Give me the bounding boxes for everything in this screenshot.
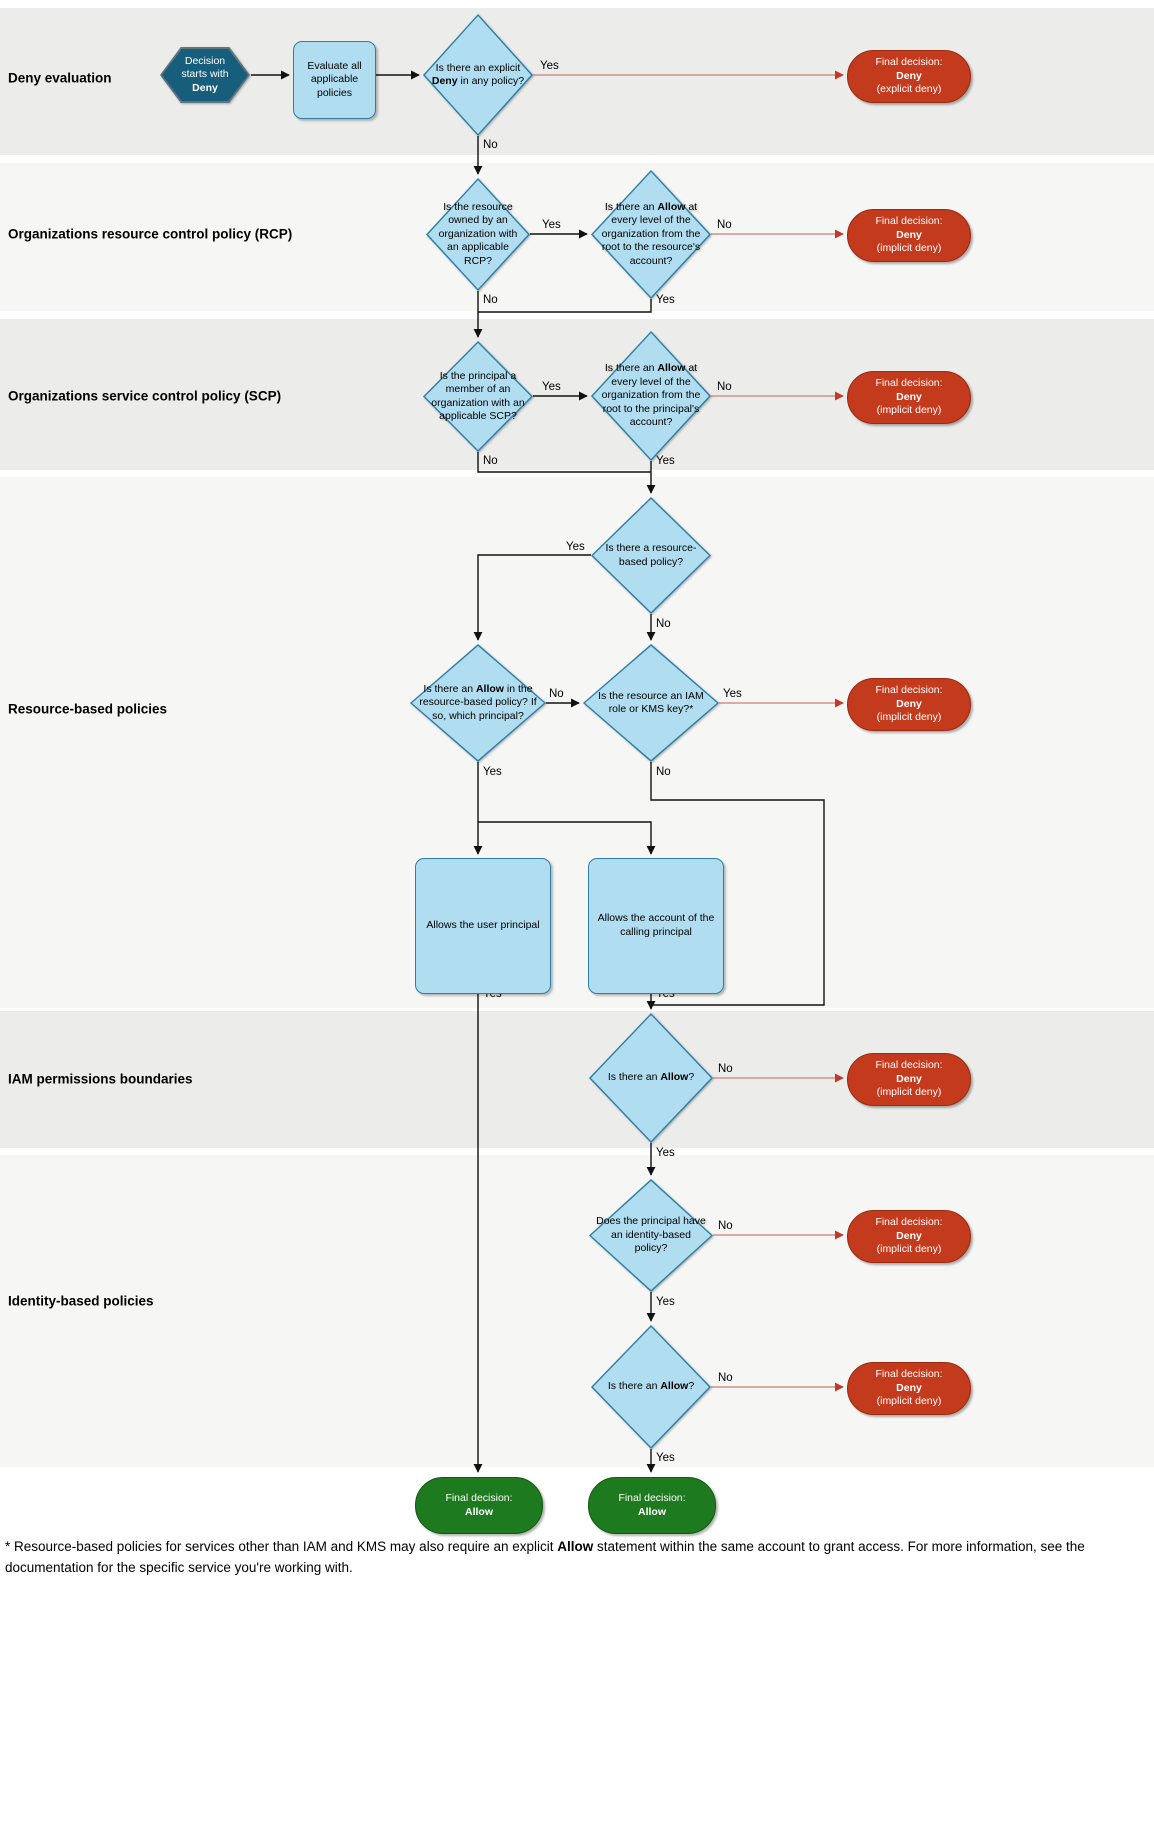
decision-pb-allow-text: Is there an Allow? [607, 1071, 695, 1084]
label-yes-ibp-exists: Yes [656, 1296, 675, 1308]
decision-iam-kms: Is the resource an IAM role or KMS key?* [583, 644, 719, 762]
label-no-rbp-allow: No [549, 688, 564, 700]
label-yes-ibp-allow: Yes [656, 1452, 675, 1464]
decision-scp-allow-text: Is there an Allow at every level of the … [601, 362, 701, 429]
label-yes-rcp-owned: Yes [542, 219, 561, 231]
decision-ibp-exists-text: Does the principal have an identity-base… [596, 1215, 706, 1255]
label-yes-iam-kms: Yes [723, 688, 742, 700]
outcome-deny-implicit-rbp: Final decision:Deny(implicit deny) [847, 678, 971, 731]
decision-scp-allow: Is there an Allow at every level of the … [591, 331, 711, 461]
decision-scp-member-text: Is the principal a member of an organiza… [431, 369, 525, 422]
label-no-scp-allow: No [717, 381, 732, 393]
decision-rcp-owned-text: Is the resource owned by an organization… [438, 200, 518, 267]
decision-rbp-exists-text: Is there a resource-based policy? [605, 542, 697, 568]
start-hexagon: Decision starts with Deny [160, 47, 250, 103]
allows-user-principal-box: Allows the user principal [415, 858, 551, 994]
decision-ibp-exists: Does the principal have an identity-base… [589, 1179, 713, 1292]
band-identity-based-policies [0, 1155, 1154, 1467]
outcome-deny-implicit-ibp-allow: Final decision:Deny(implicit deny) [847, 1362, 971, 1415]
outcome-deny-implicit-rcp: Final decision:Deny(implicit deny) [847, 209, 971, 262]
decision-ibp-allow-text: Is there an Allow? [607, 1380, 695, 1393]
outcome-deny-explicit: Final decision:Deny(explicit deny) [847, 50, 971, 103]
label-yes-rbp-exists: Yes [566, 541, 585, 553]
label-no-rcp-owned: No [483, 294, 498, 306]
section-label-rcp: Organizations resource control policy (R… [8, 226, 293, 242]
allows-account-text: Allows the account of the calling princi… [597, 912, 715, 938]
decision-rcp-allow: Is there an Allow at every level of the … [591, 170, 711, 299]
label-no-rbp-exists: No [656, 618, 671, 630]
evaluate-policies-box: Evaluate all applicable policies [293, 41, 376, 119]
evaluate-policies-text: Evaluate all applicable policies [307, 59, 362, 99]
label-no-iam-kms: No [656, 766, 671, 778]
label-no-ibp-exists: No [718, 1220, 733, 1232]
section-label-resource-based-policies: Resource-based policies [8, 701, 168, 717]
footnote: * Resource-based policies for services o… [5, 1539, 1085, 1575]
label-no-scp-member: No [483, 455, 498, 467]
outcome-allow-left: Final decision:Allow [415, 1477, 543, 1534]
label-yes-scp-allow: Yes [656, 455, 675, 467]
outcome-deny-implicit-scp: Final decision:Deny(implicit deny) [847, 371, 971, 424]
label-yes-explicit: Yes [540, 60, 559, 72]
decision-explicit-deny-text: Is there an explicit Deny in any policy? [431, 61, 525, 87]
label-no-explicit: No [483, 139, 498, 151]
label-yes-pb-allow: Yes [656, 1147, 675, 1159]
section-label-identity-based-policies: Identity-based policies [8, 1293, 154, 1309]
label-yes-scp-member: Yes [542, 381, 561, 393]
decision-pb-allow: Is there an Allow? [589, 1013, 713, 1143]
start-hexagon-text: Decision starts with Deny [181, 54, 229, 94]
decision-rcp-allow-text: Is there an Allow at every level of the … [601, 200, 701, 267]
allows-account-box: Allows the account of the calling princi… [588, 858, 724, 994]
decision-explicit-deny: Is there an explicit Deny in any policy? [423, 14, 533, 136]
section-label-iam-permissions-boundaries: IAM permissions boundaries [8, 1071, 193, 1087]
allows-user-principal-text: Allows the user principal [426, 919, 540, 932]
label-yes-rcp-allow: Yes [656, 294, 675, 306]
band-resource-based-policies [0, 477, 1154, 1008]
decision-scp-member: Is the principal a member of an organiza… [423, 341, 533, 452]
outcome-deny-implicit-ibp-exists: Final decision:Deny(implicit deny) [847, 1210, 971, 1263]
outcome-allow-right: Final decision:Allow [588, 1477, 716, 1534]
section-label-scp: Organizations service control policy (SC… [8, 388, 282, 404]
label-yes-rbp-allow: Yes [483, 766, 502, 778]
label-no-rcp-allow: No [717, 219, 732, 231]
decision-rbp-allow: Is there an Allow in the resource-based … [410, 644, 546, 762]
section-label-deny-evaluation: Deny evaluation [8, 70, 112, 86]
outcome-deny-implicit-pb: Final decision:Deny(implicit deny) [847, 1053, 971, 1106]
decision-rbp-allow-text: Is there an Allow in the resource-based … [419, 682, 537, 722]
hexagon-fill [162, 49, 248, 101]
decision-rbp-exists: Is there a resource-based policy? [591, 497, 711, 614]
decision-iam-kms-text: Is the resource an IAM role or KMS key?* [598, 689, 704, 715]
label-no-ibp-allow: No [718, 1372, 733, 1384]
decision-ibp-allow: Is there an Allow? [591, 1325, 711, 1449]
label-no-pb-allow: No [718, 1063, 733, 1075]
decision-rcp-owned: Is the resource owned by an organization… [426, 178, 530, 291]
